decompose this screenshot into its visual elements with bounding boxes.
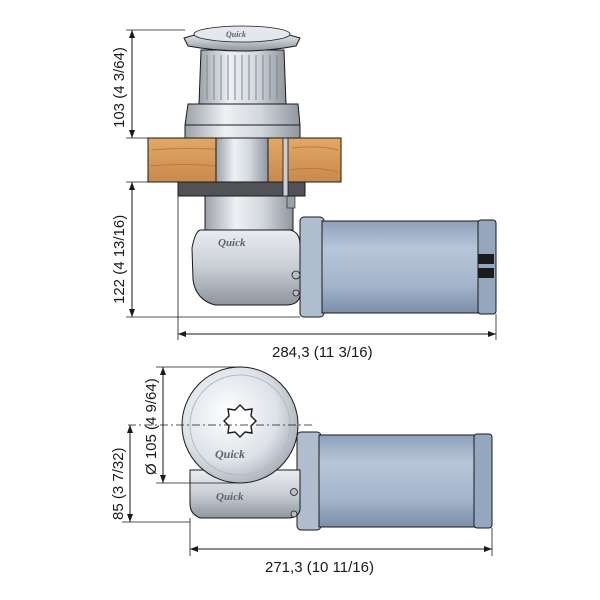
top-view: Quick Quick Ø 105 (4 9/64) 85 (3 7/32)	[110, 366, 493, 576]
dim-label-side-width: 284,3 (11 3/16)	[272, 344, 373, 361]
dim-side-width: 284,3 (11 3/16)	[177, 196, 497, 361]
side-gearbox: Quick	[191, 195, 301, 306]
dim-offset: 85 (3 7/32)	[110, 425, 190, 523]
dim-top-width: 271,3 (10 11/16)	[189, 518, 493, 576]
dim-label-top-width: 271,3 (10 11/16)	[265, 559, 374, 576]
dim-capstan-height: 103 (4 3/64)	[111, 29, 185, 139]
top-motor	[296, 431, 493, 531]
top-gearbox-brand-logo: Quick	[216, 491, 244, 503]
dim-label-below-deck: 122 (4 13/16)	[111, 215, 128, 304]
capstan-brand-logo: Quick	[226, 30, 246, 39]
dim-drum-diameter: Ø 105 (4 9/64)	[143, 366, 240, 484]
top-gearbox: Quick	[189, 469, 301, 519]
dim-label-offset: 85 (3 7/32)	[110, 447, 127, 520]
top-drum-brand-logo: Quick	[215, 447, 245, 461]
side-capstan: Quick	[183, 25, 301, 139]
side-shaft	[215, 137, 269, 183]
side-view: Quick	[111, 25, 497, 361]
side-brand-logo: Quick	[218, 237, 246, 249]
dim-below-deck: 122 (4 13/16)	[111, 181, 300, 318]
side-motor	[299, 216, 497, 318]
dim-label-capstan-height: 103 (4 3/64)	[111, 47, 128, 128]
dim-label-drum-diameter: Ø 105 (4 9/64)	[143, 378, 160, 475]
